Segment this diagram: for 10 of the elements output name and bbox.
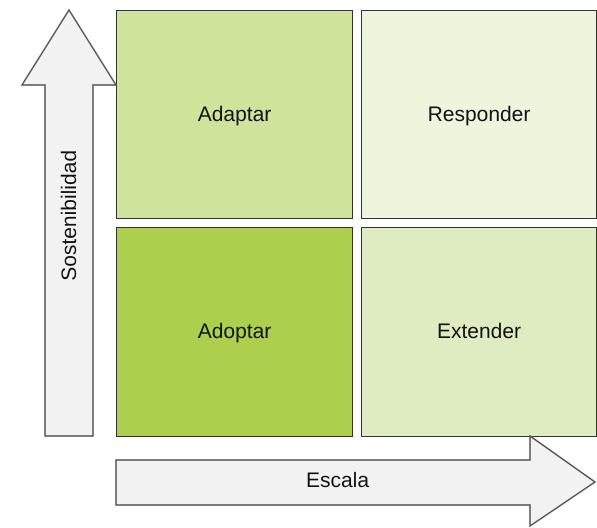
quadrant-label: Responder [428,102,530,126]
quadrant-label: Adaptar [198,102,272,126]
quadrant-label: Extender [436,320,522,344]
quadrant-box [116,227,353,437]
axis-label: Escala [306,469,370,493]
quadrant-box [116,10,353,219]
quadrant-box [361,227,597,437]
quadrant-label: Adoptar [198,320,272,344]
axis-label: Sostenibilidad [58,150,82,281]
quadrant-box [361,10,597,219]
